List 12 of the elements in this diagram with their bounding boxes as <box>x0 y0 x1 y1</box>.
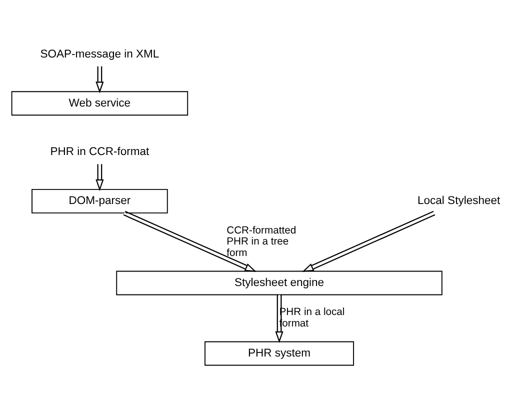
node-text: PHR in CCR-format <box>50 146 150 158</box>
node-box: PHR system <box>204 341 354 366</box>
edge-label: CCR-formatted PHR in a tree form <box>226 225 296 259</box>
node-box: Web service <box>11 91 188 116</box>
node-box: Stylesheet engine <box>116 270 442 296</box>
node-text: SOAP-message in XML <box>40 48 160 60</box>
arrow <box>123 210 257 272</box>
arrow <box>96 66 104 94</box>
arrow <box>96 164 104 192</box>
node-box: DOM-parser <box>32 188 168 214</box>
node-text: Local Stylesheet <box>418 195 500 208</box>
arrow <box>302 210 436 272</box>
